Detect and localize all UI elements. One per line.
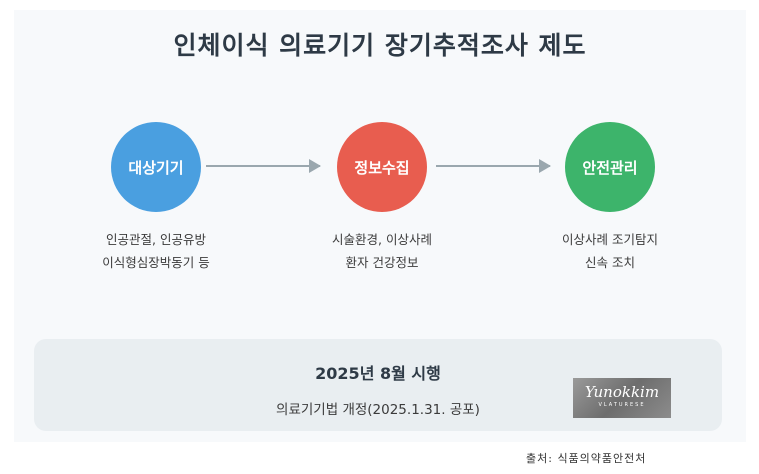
effective-date: 2025년 8월 시행 (315, 364, 441, 383)
step-desc-line: 이상사례 조기탐지 (562, 232, 658, 247)
step-desc-line: 이식형심장박동기 등 (102, 255, 210, 270)
step-circle-info-collection: 정보수집 (337, 122, 427, 212)
step-description: 인공관절, 인공유방 이식형심장박동기 등 (56, 228, 256, 274)
step-safety-management: 안전관리 이상사례 조기탐지 신속 조치 (510, 122, 710, 274)
step-desc-line: 환자 건강정보 (345, 255, 419, 270)
law-amendment-note: 의료기기법 개정(2025.1.31. 공포) (276, 402, 480, 418)
arrow-right-icon (436, 159, 551, 173)
step-info-collection: 정보수집 시술환경, 이상사례 환자 건강정보 (282, 122, 482, 274)
step-circle-target-devices: 대상기기 (111, 122, 201, 212)
source-caption: 출처: 식품의약품안전처 (526, 452, 647, 465)
step-desc-line: 신속 조치 (585, 255, 635, 270)
watermark-logo: Yunokkim VLATURESE (573, 378, 671, 418)
page-title: 인체이식 의료기기 장기추적조사 제도 (173, 31, 587, 60)
step-description: 시술환경, 이상사례 환자 건강정보 (282, 228, 482, 274)
arrow-right-icon (206, 159, 321, 173)
step-circle-safety-management: 안전관리 (565, 122, 655, 212)
watermark-subtext: VLATURESE (598, 402, 646, 408)
step-target-devices: 대상기기 인공관절, 인공유방 이식형심장박동기 등 (56, 122, 256, 274)
step-desc-line: 인공관절, 인공유방 (106, 232, 206, 247)
step-desc-line: 시술환경, 이상사례 (332, 232, 432, 247)
watermark-script: Yunokkim (584, 383, 660, 401)
step-description: 이상사례 조기탐지 신속 조치 (510, 228, 710, 274)
